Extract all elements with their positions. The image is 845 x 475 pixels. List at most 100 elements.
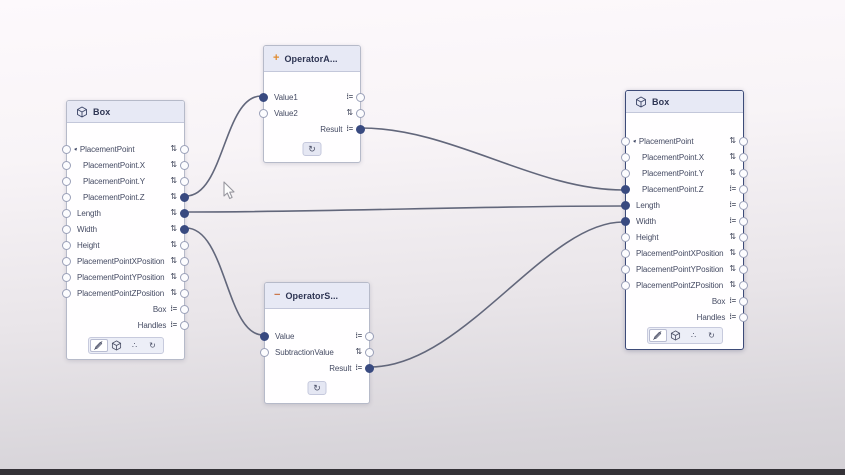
input-port[interactable] — [621, 168, 630, 178]
output-port[interactable] — [180, 160, 189, 170]
input-port[interactable] — [621, 280, 630, 290]
output-port[interactable] — [180, 320, 189, 330]
node-operator-add[interactable]: + OperatorA... Value1⁞= Value2⇅ Result⁞=… — [259, 45, 365, 163]
output-port[interactable] — [739, 168, 748, 178]
list-icon: ⁞= — [729, 200, 736, 210]
output-port[interactable] — [739, 248, 748, 258]
input-port[interactable] — [62, 208, 71, 218]
edit-button[interactable] — [89, 339, 108, 352]
node-body: Value⁞= SubtractionValue⇅ Result⁞= — [260, 309, 374, 376]
refresh-button[interactable]: ↻ — [703, 329, 721, 342]
input-port[interactable] — [62, 176, 71, 186]
output-port[interactable] — [739, 296, 748, 306]
points-button[interactable]: ∴ — [126, 339, 144, 352]
port-label: PlacementPointYPosition — [636, 264, 724, 274]
input-port[interactable] — [621, 216, 630, 226]
refresh-button[interactable]: ↻ — [144, 339, 162, 352]
input-port[interactable] — [621, 232, 630, 242]
output-port[interactable] — [739, 312, 748, 322]
output-port[interactable] — [739, 232, 748, 242]
input-port[interactable] — [62, 160, 71, 170]
output-port[interactable] — [356, 108, 365, 118]
output-port[interactable] — [180, 256, 189, 266]
input-port[interactable] — [621, 152, 630, 162]
input-port[interactable] — [62, 192, 71, 202]
input-port[interactable] — [260, 331, 269, 341]
port-row: PlacementPointZPosition⇅ — [62, 285, 189, 301]
wire-placementpointz-to-value1[interactable] — [185, 95, 262, 197]
output-port[interactable] — [365, 363, 374, 373]
preview-3d-button[interactable] — [108, 339, 126, 352]
edit-button[interactable] — [648, 329, 667, 342]
node-box-left[interactable]: Box ▲PlacementPoint⇅ PlacementPoint.X⇅ P… — [62, 100, 189, 360]
port-label: PlacementPoint.Y — [83, 176, 145, 186]
node-title: OperatorA... — [284, 53, 338, 64]
output-port[interactable] — [180, 144, 189, 154]
node-header[interactable]: − OperatorS... — [265, 283, 369, 309]
port-label: Height — [636, 232, 659, 242]
port-row: Result⁞= — [265, 360, 374, 376]
input-port[interactable] — [62, 256, 71, 266]
port-label: PlacementPoint.Y — [642, 168, 704, 178]
node-operator-subtract[interactable]: − OperatorS... Value⁞= SubtractionValue⇅… — [260, 282, 374, 404]
bottom-letterbox-bar — [0, 469, 845, 475]
bind-icon: ⇅ — [729, 168, 736, 177]
dots-icon: ∴ — [690, 331, 697, 340]
port-row: ▲PlacementPoint⇅ — [621, 133, 748, 149]
refresh-button[interactable]: ↻ — [307, 381, 327, 395]
input-port[interactable] — [62, 224, 71, 234]
list-icon: ⁞= — [729, 312, 736, 322]
output-port[interactable] — [739, 200, 748, 210]
input-port[interactable] — [259, 92, 268, 102]
input-port[interactable] — [621, 184, 630, 194]
port-label: Result — [329, 363, 352, 373]
output-port[interactable] — [365, 331, 374, 341]
output-port[interactable] — [180, 176, 189, 186]
port-row: PlacementPointXPosition⇅ — [621, 245, 748, 261]
node-header[interactable]: + OperatorA... — [264, 46, 360, 72]
wire-addresult-to-placementpointz[interactable] — [360, 127, 624, 191]
list-icon: ⁞= — [355, 331, 362, 341]
port-row: PlacementPoint.Y⇅ — [62, 173, 189, 189]
node-header[interactable]: Box — [67, 101, 184, 123]
output-port[interactable] — [365, 347, 374, 357]
wire-width-to-value[interactable] — [185, 227, 264, 336]
output-port[interactable] — [180, 272, 189, 282]
points-button[interactable]: ∴ — [685, 329, 703, 342]
port-label: PlacementPointZPosition — [77, 288, 165, 298]
input-port[interactable] — [62, 144, 71, 154]
input-port[interactable] — [621, 136, 630, 146]
input-port[interactable] — [621, 200, 630, 210]
output-port[interactable] — [356, 92, 365, 102]
output-port[interactable] — [739, 136, 748, 146]
output-port[interactable] — [356, 124, 365, 134]
output-port[interactable] — [739, 264, 748, 274]
output-port[interactable] — [180, 288, 189, 298]
output-port[interactable] — [180, 304, 189, 314]
preview-3d-button[interactable] — [667, 329, 685, 342]
refresh-button[interactable]: ↻ — [302, 142, 322, 156]
input-port[interactable] — [259, 108, 268, 118]
input-port[interactable] — [621, 264, 630, 274]
bind-icon: ⇅ — [729, 248, 736, 257]
output-port[interactable] — [180, 240, 189, 250]
input-port[interactable] — [62, 240, 71, 250]
port-label: Width — [77, 224, 97, 234]
input-port[interactable] — [62, 272, 71, 282]
input-port[interactable] — [621, 248, 630, 258]
output-port[interactable] — [739, 184, 748, 194]
output-port[interactable] — [739, 216, 748, 226]
wire-subresult-to-width[interactable] — [369, 221, 624, 368]
output-port[interactable] — [180, 224, 189, 234]
output-port[interactable] — [739, 152, 748, 162]
node-header[interactable]: Box — [626, 91, 743, 113]
node-box-right[interactable]: Box ▲PlacementPoint⇅ PlacementPoint.X⇅ P… — [621, 90, 748, 350]
input-port[interactable] — [62, 288, 71, 298]
output-port[interactable] — [180, 208, 189, 218]
wire-length-to-length[interactable] — [185, 205, 624, 213]
output-port[interactable] — [180, 192, 189, 202]
output-port[interactable] — [739, 280, 748, 290]
mouse-cursor — [223, 181, 235, 200]
input-port[interactable] — [260, 347, 269, 357]
